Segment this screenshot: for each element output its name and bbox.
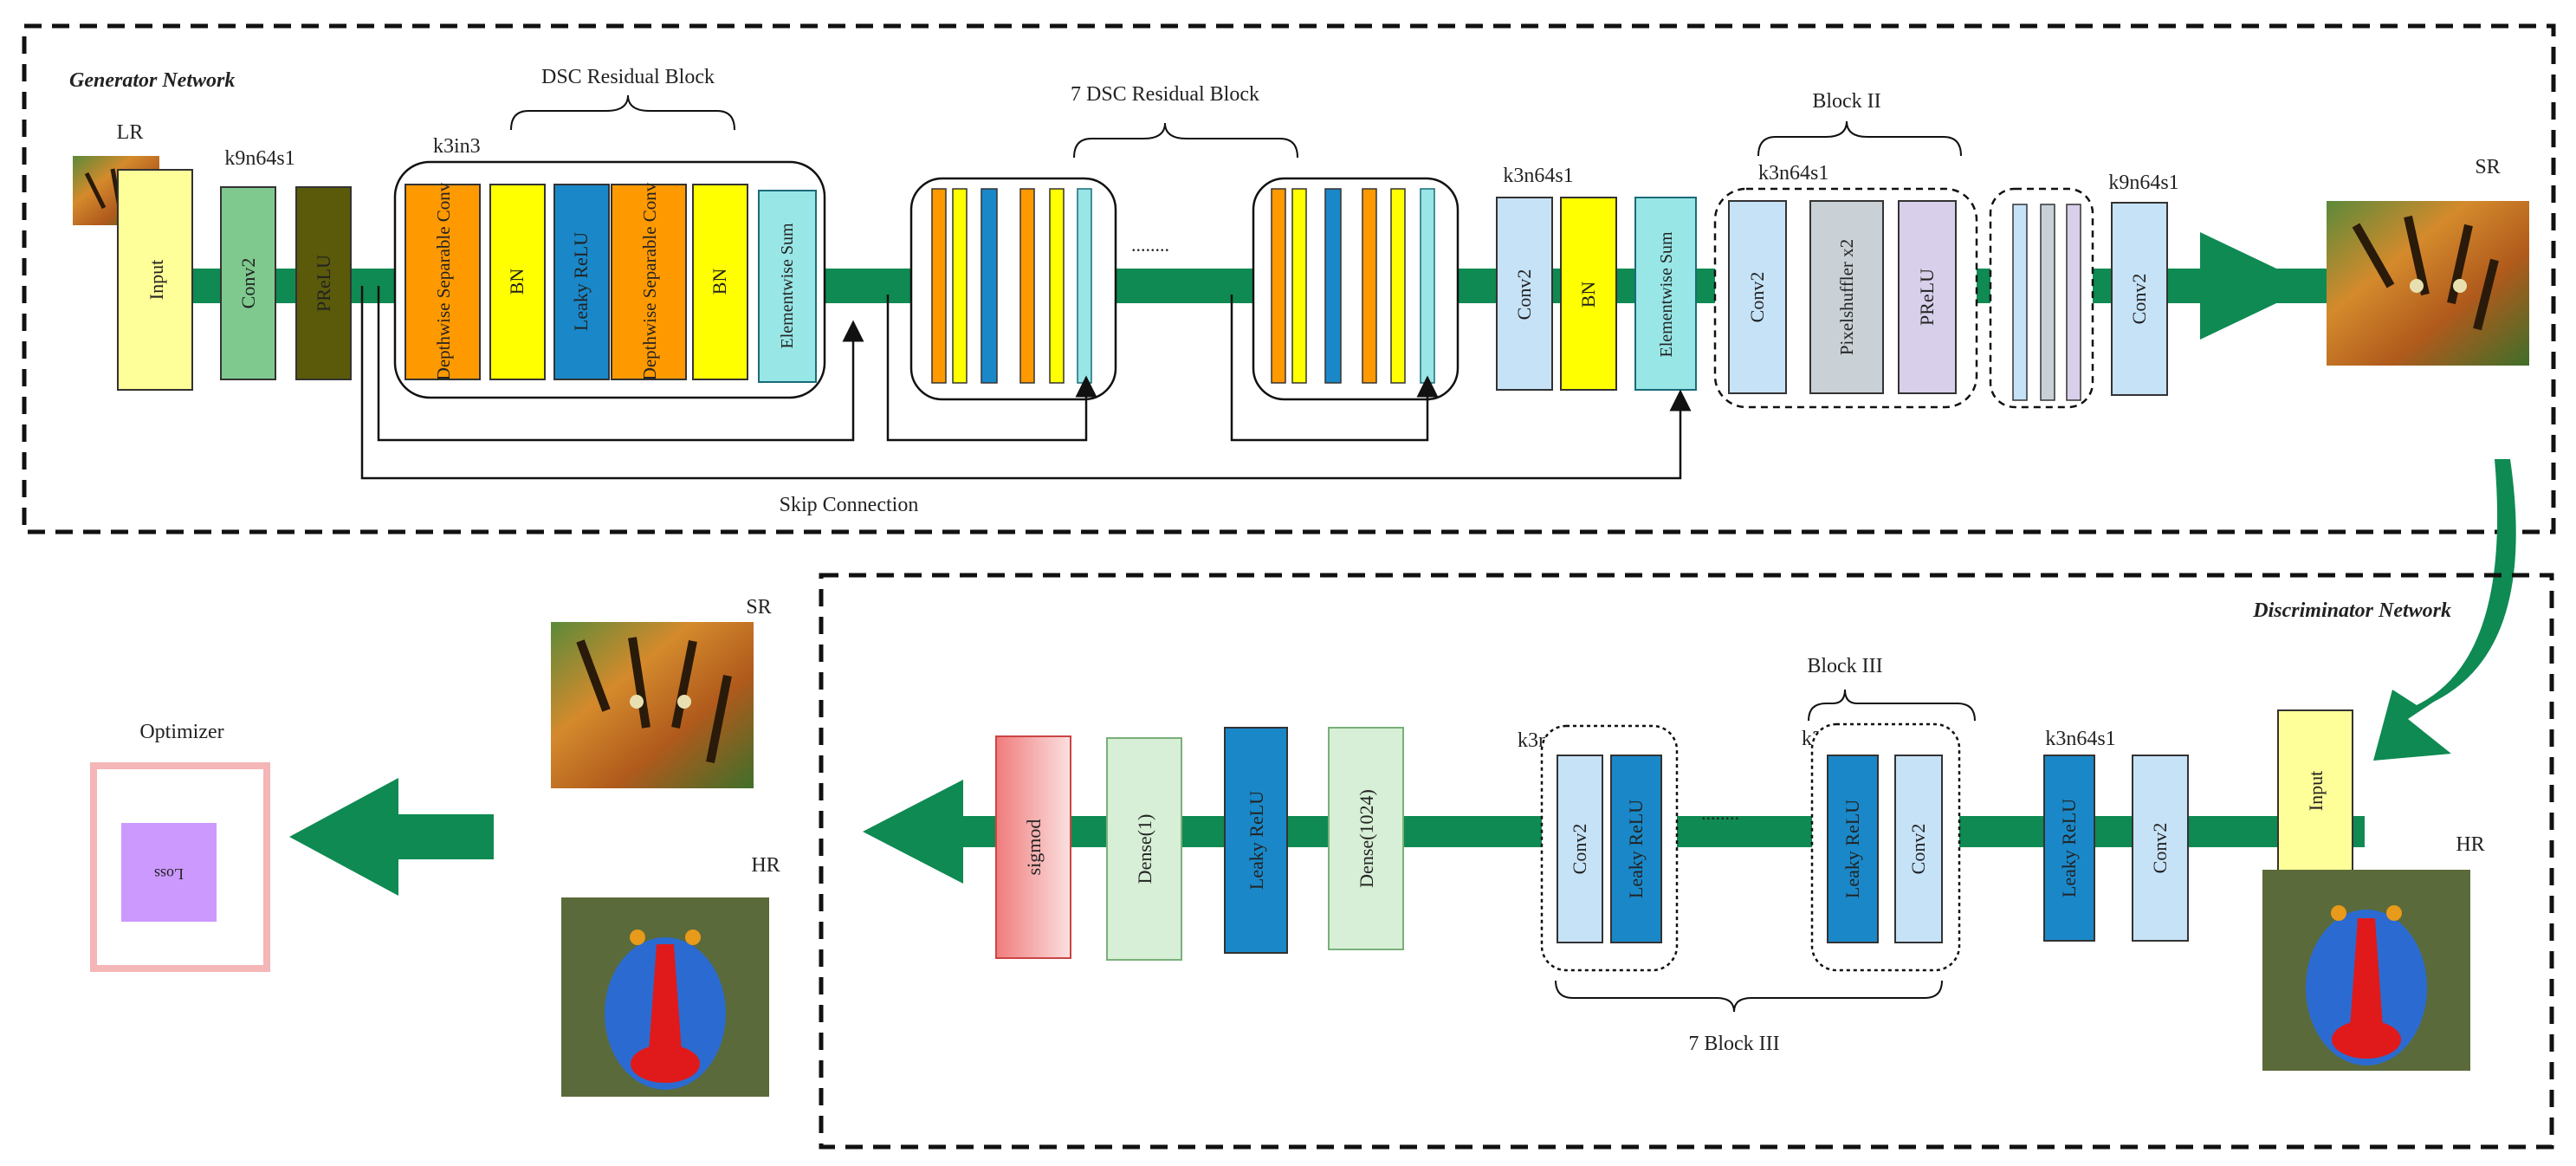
disc-conv-param-1: k3n64s1: [2045, 728, 2115, 750]
seven-dsc-brace: [1073, 122, 1298, 159]
dsc-elementwise-label: Elementwise Sum: [778, 223, 797, 348]
dsc-depthwise-label-2: Depthwise Separable Conv: [639, 182, 660, 380]
opt-sr-label: SR: [746, 596, 771, 619]
gen-conv-param-final: k9n64s1: [2108, 172, 2178, 194]
mini-block3-leaky-relu: [1610, 755, 1662, 943]
block3-conv2-label: Conv2: [1907, 824, 1929, 875]
seven-block3-label: 7 Block III: [1688, 1033, 1779, 1055]
skip-connection-label: Skip Connection: [780, 494, 919, 516]
disc-leaky-relu-label-2: Leaky ReLU: [1246, 791, 1267, 890]
gen-conv2-block-1: [220, 186, 276, 380]
disc-sigmoid: [995, 735, 1071, 959]
disc-dense-1: [1106, 737, 1182, 961]
dsc-bn-label-1: BN: [506, 269, 527, 295]
curved-transition-arrow: [2373, 459, 2516, 761]
block3-leaky-relu-label: Leaky ReLU: [1841, 800, 1863, 898]
disc-dense-1-label: Dense(1): [1134, 814, 1155, 884]
gen-input-label: Input: [146, 260, 167, 300]
opt-hr-label: HR: [751, 854, 780, 877]
mini-dsc-block-1: [909, 177, 1117, 401]
dsc-bn-1: [489, 184, 546, 380]
block2-title: Block II: [1812, 90, 1880, 113]
gen-elementwise-label: Elementwise Sum: [1657, 231, 1676, 357]
gen-conv2-block-2: [1496, 197, 1553, 391]
gen-prelu-label: PReLU: [313, 255, 334, 312]
gen-bn-block: [1560, 197, 1617, 391]
dsc-depthwise-conv-2: [611, 184, 687, 380]
disc-dense-1024: [1328, 727, 1404, 950]
gen-conv2-label-2: Conv2: [1513, 269, 1535, 321]
generator-output-arrow: [2200, 232, 2313, 340]
opt-sr-image: [551, 622, 754, 788]
gen-prelu-block: [295, 186, 352, 380]
dsc-depthwise-conv-1: [405, 184, 481, 380]
disc-conv2-label-1: Conv2: [2149, 823, 2171, 874]
disc-leaky-relu-label-1: Leaky ReLU: [2058, 799, 2080, 897]
generator-panel: [22, 23, 2556, 534]
gen-elementwise-sum: [1634, 197, 1697, 391]
block2-conv2-label: Conv2: [1746, 272, 1768, 323]
seven-block3-brace: [1555, 980, 1943, 1013]
block2-prelu-label: PReLU: [1916, 269, 1938, 326]
block3-brace: [1808, 689, 1976, 722]
gen-conv-param-2: k3n64s1: [1503, 165, 1573, 187]
opt-hr-image: [561, 897, 769, 1097]
disc-conv2-1: [2132, 755, 2189, 942]
disc-dots: ........: [1701, 802, 1739, 824]
gen-conv2-label-1: Conv2: [237, 258, 259, 309]
optimizer-title: Optimizer: [139, 721, 223, 743]
lr-label: LR: [117, 121, 144, 144]
dsc-elementwise-sum: [758, 190, 817, 383]
dsc-bn-label-2: BN: [709, 269, 730, 295]
block2-pixelshuffler: [1809, 200, 1884, 394]
discriminator-output-arrow: [863, 780, 963, 884]
loss-label: Loss: [154, 865, 184, 883]
block3-conv2: [1894, 755, 1943, 943]
mini-block3-conv2: [1557, 755, 1603, 943]
gen-sr-label: SR: [2475, 156, 2500, 178]
gen-bn-label: BN: [1577, 282, 1599, 308]
mini-block2: [1989, 187, 2094, 409]
mini-block3-leaky-relu-label: Leaky ReLU: [1625, 800, 1647, 898]
skip-connections: [360, 286, 1692, 480]
gen-conv2-final-label: Conv2: [2128, 274, 2150, 325]
gen-conv2-final: [2111, 202, 2168, 396]
dsc-block-param: k3in3: [433, 135, 481, 158]
gen-conv-param-1: k9n64s1: [224, 147, 294, 170]
gen-input-block: [117, 169, 193, 391]
block2-pixelshuffler-label: Pixelshuffler x2: [1836, 239, 1857, 355]
dsc-bn-2: [692, 184, 748, 380]
loss-box: [121, 823, 217, 922]
dsc-depthwise-label-1: Depthwise Separable Conv: [433, 182, 454, 380]
discriminator-panel: [819, 573, 2554, 1150]
gen-dots: ........: [1131, 234, 1169, 256]
mini-block3-conv2-label: Conv2: [1569, 824, 1590, 875]
seven-dsc-title: 7 DSC Residual Block: [1071, 83, 1259, 106]
disc-hr-image: [2262, 870, 2470, 1071]
dsc-block-brace: [510, 94, 735, 131]
block2-brace: [1757, 120, 1962, 157]
generator-title: Generator Network: [69, 69, 235, 92]
disc-dense-1024-label: Dense(1024): [1356, 789, 1377, 888]
discriminator-title: Discriminator Network: [2252, 599, 2451, 622]
opt-arrow: [289, 778, 494, 896]
disc-hr-label: HR: [2456, 833, 2484, 856]
disc-leaky-relu-2: [1224, 727, 1288, 954]
block2-conv2: [1728, 200, 1787, 394]
block2-prelu: [1898, 200, 1957, 394]
disc-sigmoid-label: sigmod: [1023, 819, 1045, 876]
mini-dsc-block-2: [1252, 177, 1460, 401]
dsc-leaky-relu: [553, 184, 610, 380]
block3-title: Block III: [1807, 655, 1882, 677]
block2-param: k3n64s1: [1758, 162, 1828, 185]
disc-input-label: Input: [2305, 771, 2327, 811]
dsc-block-title: DSC Residual Block: [541, 66, 715, 88]
gen-sr-image: [2327, 201, 2529, 366]
block3-leaky-relu: [1827, 755, 1879, 943]
dsc-leaky-relu-label: Leaky ReLU: [570, 232, 592, 331]
disc-leaky-relu-1: [2043, 755, 2095, 942]
